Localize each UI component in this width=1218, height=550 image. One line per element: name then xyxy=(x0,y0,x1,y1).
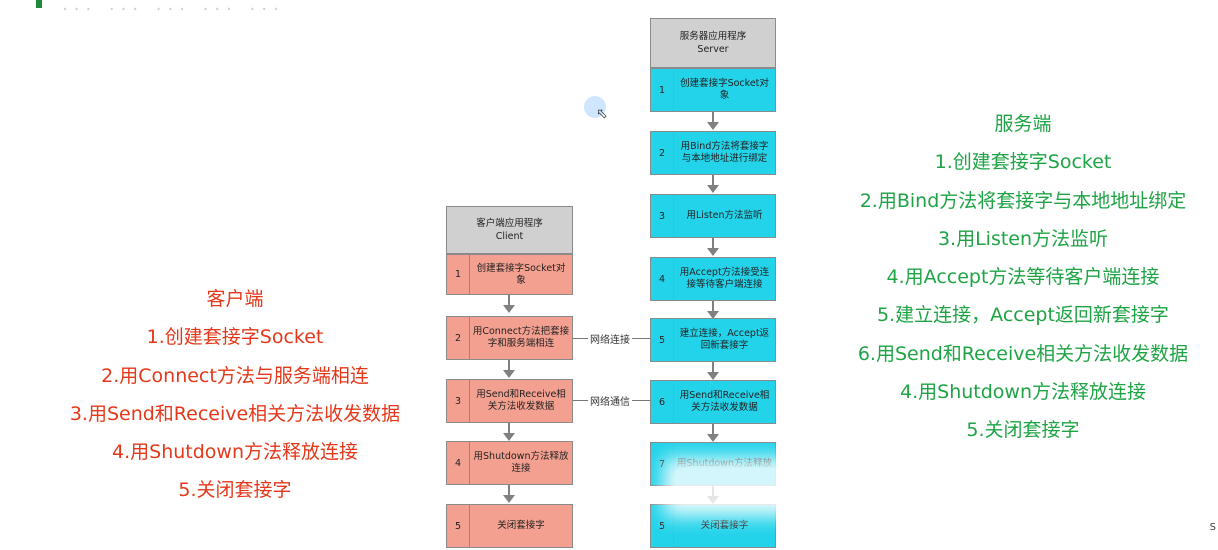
client-header: 客户端应用程序 Client xyxy=(446,206,573,254)
server-list-title: 服务端 xyxy=(994,113,1052,135)
step-text: 用Shutdown方法释放 xyxy=(677,458,772,469)
step-text: 关闭套接字 xyxy=(700,520,749,531)
server-header-subtitle: Server xyxy=(697,44,729,55)
client-step-4: 4 用Shutdown方法释放连接 xyxy=(446,441,573,485)
step-text: 关闭套接字 xyxy=(497,520,545,531)
server-header-title: 服务器应用程序 xyxy=(679,31,747,42)
step-text: 建立连接，Accept返回新套接字 xyxy=(679,328,770,351)
step-text: 创建套接字Socket对象 xyxy=(680,78,769,101)
flow-arrow xyxy=(503,295,515,313)
step-number: 5 xyxy=(447,505,470,547)
step-number: 3 xyxy=(651,195,674,237)
step-number: 1 xyxy=(447,255,470,294)
client-list-item: 1.创建套接字Socket xyxy=(146,326,324,349)
slide-title-fragment: ... ... ... ... ... xyxy=(62,0,285,15)
client-list-item: 4.用Shutdown方法释放连接 xyxy=(112,441,358,464)
client-step-1: 1 创建套接字Socket对象 xyxy=(446,254,573,295)
step-number: 2 xyxy=(447,317,470,359)
server-steps-list: 服务端 1.创建套接字Socket 2.用Bind方法将套接字与本地地址绑定 3… xyxy=(838,105,1208,450)
server-step-1: 1 创建套接字Socket对象 xyxy=(650,68,776,112)
server-list-item: 4.用Shutdown方法释放连接 xyxy=(900,381,1146,404)
corner-text: S xyxy=(1209,522,1216,533)
flow-arrow xyxy=(707,424,719,442)
step-number: 5 xyxy=(651,505,674,547)
network-connect-label: 网络连接 xyxy=(588,331,632,346)
client-list-item: 3.用Send和Receive相关方法收发数据 xyxy=(69,402,401,425)
cursor-highlight xyxy=(584,96,606,118)
mouse-pointer-icon: ⬁ xyxy=(596,106,608,122)
flow-arrow xyxy=(707,112,719,130)
server-list-item: 2.用Bind方法将套接字与本地地址绑定 xyxy=(859,189,1187,212)
step-number: 6 xyxy=(651,381,674,423)
step-text: 用Send和Receive相关方法收发数据 xyxy=(679,390,770,413)
flow-arrow xyxy=(707,175,719,193)
client-list-item: 5.关闭套接字 xyxy=(178,479,292,502)
server-step-8: 5 关闭套接字 xyxy=(650,504,776,548)
server-header: 服务器应用程序 Server xyxy=(650,18,776,68)
flow-arrow xyxy=(503,485,515,503)
step-text: 用Connect方法把套接字和服务端相连 xyxy=(472,326,570,349)
client-step-3: 3 用Send和Receive相关方法收发数据 xyxy=(446,379,573,423)
server-list-item: 4.用Accept方法等待客户端连接 xyxy=(886,266,1160,289)
step-number: 2 xyxy=(651,132,674,174)
flow-arrow xyxy=(707,301,719,319)
client-header-title: 客户端应用程序 xyxy=(476,218,543,229)
server-list-item: 1.创建套接字Socket xyxy=(934,151,1112,174)
flow-arrow xyxy=(707,362,719,380)
highlight-glow xyxy=(676,470,796,504)
client-step-5: 5 关闭套接字 xyxy=(446,504,573,548)
server-step-5: 5 建立连接，Accept返回新套接字 xyxy=(650,318,776,362)
title-accent-bar xyxy=(36,0,42,8)
client-header-subtitle: Client xyxy=(495,231,524,242)
server-step-4: 4 用Accept方法接受连接等待客户端连接 xyxy=(650,257,776,301)
step-number: 4 xyxy=(651,258,674,300)
client-steps-list: 客户端 1.创建套接字Socket 2.用Connect方法与服务端相连 3.用… xyxy=(60,280,410,510)
step-text: 用Bind方法将套接字与本地地址进行绑定 xyxy=(680,141,769,164)
server-list-item: 3.用Listen方法监听 xyxy=(937,227,1109,250)
step-text: 用Send和Receive相关方法收发数据 xyxy=(476,389,566,412)
step-text: 用Accept方法接受连接等待客户端连接 xyxy=(679,267,770,290)
server-list-item: 5.关闭套接字 xyxy=(966,419,1080,442)
step-text: 创建套接字Socket对象 xyxy=(476,262,566,286)
server-list-item: 6.用Send和Receive相关方法收发数据 xyxy=(857,342,1189,365)
server-step-3: 3 用Listen方法监听 xyxy=(650,194,776,238)
step-number: 1 xyxy=(651,69,674,111)
flow-arrow xyxy=(503,423,515,441)
step-number: 5 xyxy=(651,319,674,361)
flow-arrow xyxy=(503,360,515,378)
client-step-2: 2 用Connect方法把套接字和服务端相连 xyxy=(446,316,573,360)
client-list-title: 客户端 xyxy=(206,288,264,310)
client-list-item: 2.用Connect方法与服务端相连 xyxy=(101,364,369,387)
flow-arrow xyxy=(707,238,719,256)
step-text: 用Shutdown方法释放连接 xyxy=(473,451,569,474)
server-list-item: 5.建立连接，Accept返回新套接字 xyxy=(877,304,1169,327)
network-comm-label: 网络通信 xyxy=(588,393,632,408)
step-number: 3 xyxy=(447,380,470,422)
step-text: 用Listen方法监听 xyxy=(686,210,763,221)
step-number: 7 xyxy=(651,443,674,485)
step-number: 4 xyxy=(447,442,470,484)
server-step-6: 6 用Send和Receive相关方法收发数据 xyxy=(650,380,776,424)
server-step-2: 2 用Bind方法将套接字与本地地址进行绑定 xyxy=(650,131,776,175)
